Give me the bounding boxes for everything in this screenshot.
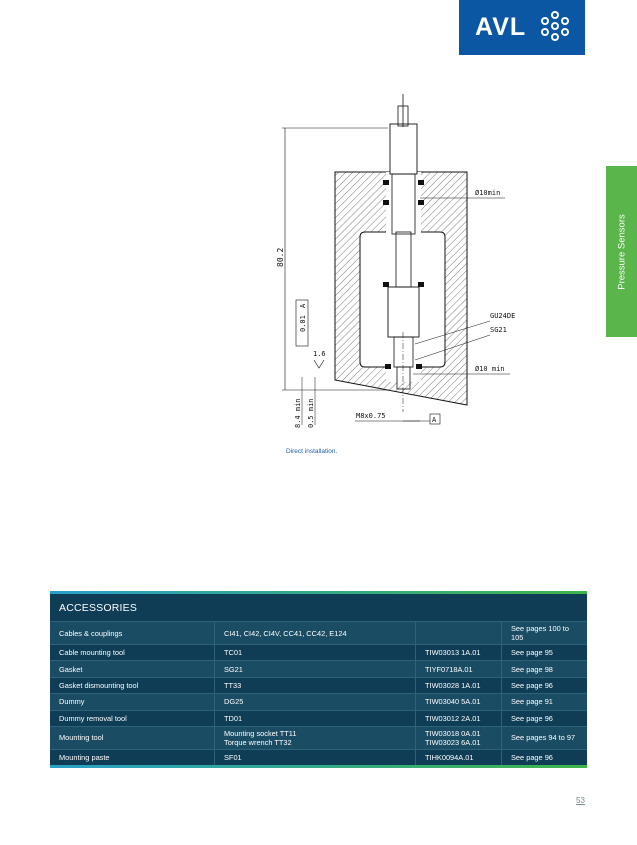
accessory-part-cell-line: TIW03012 2A.01 [425,713,481,723]
accessory-type-cell-line: DG25 [224,697,244,707]
accessory-name-cell: Mounting tool [50,726,215,750]
accessory-type-cell-line: CI41, CI42, CI4V, CC41, CC42, E124 [224,628,347,638]
accessory-type-cell-line: Torque wrench TT32 [224,737,292,747]
dim-total-label: 80.2 [276,248,285,267]
accessory-ref-cell: See page 96 [511,753,553,763]
diameter-bottom-label: Ø10 min [475,365,505,373]
datum-ref-label: A [432,416,437,424]
accessory-ref-cell: See page 98 [511,664,553,674]
accessory-ref-cell: See pages 94 to 97 [511,733,576,743]
depth1-label: 8.4 min [294,398,302,428]
accessory-name-cell: Mounting paste [50,749,215,766]
accessories-table: ACCESSORIES Cables & couplings CI41, CI42… [50,591,587,769]
gasket-label: GU24DE [490,312,515,320]
page-number: 53 [576,796,585,805]
accessory-type-cell: TD01 [214,710,416,727]
accessory-part-cell-line: TIW03023 6A.01 [425,737,481,747]
accessory-ref-cell: See pages 100 to 105 [511,624,569,642]
accessory-name-cell: Cables & couplings [50,621,215,645]
accessory-part-cell [415,621,502,645]
accessory-part-cell-line: TIW03013 1A.01 [425,648,481,658]
thread-label: M8x0.75 [356,412,386,420]
accessory-type-cell-line: SG21 [224,664,243,674]
depth2-label: 0.5 min [307,398,315,428]
accessory-name-cell: Dummy [50,693,215,711]
accessory-part-cell: TIW03028 1A.01 [415,677,502,694]
accessory-name-cell: Gasket [50,660,215,678]
accessory-type-cell: TC01 [214,644,416,661]
accessory-part-cell: TIW03012 2A.01 [415,710,502,727]
accessory-ref-cell: See page 96 [511,680,553,690]
accessory-type-cell: DG25 [214,693,416,711]
seal-label: SG21 [490,326,507,334]
accessory-part-cell-line: TIW03028 1A.01 [425,680,481,690]
accessory-part-cell-line: TIW03018 0A.01 [425,728,481,738]
accessory-type-cell-line: TD01 [224,713,243,723]
table-row: Cable mounting tool TC01 TIW03013 1A.01 See… [50,644,587,661]
roughness-label: 1.6 [313,350,326,358]
accessory-type-cell: SF01 [214,749,416,766]
accessory-part-cell-line: TIHK0094A.01 [425,753,474,763]
accessory-part-cell: TIW03013 1A.01 [415,644,502,661]
logo-text: AVL [475,13,527,41]
section-tab[interactable]: Pressure Sensors [606,166,637,337]
table-row: Cables & couplings CI41, CI42, CI4V, CC41… [50,621,587,645]
accessory-part-cell: TIYF0718A.01 [415,660,502,678]
accessory-ref-cell: See page 91 [511,697,553,707]
accessory-ref-cell: See page 95 [511,648,553,658]
table-row: Gasket dismounting tool TT33 TIW03028 1A.0… [50,677,587,694]
accessories-title: ACCESSORIES [59,602,138,614]
accessory-type-cell-line: Mounting socket TT11 [224,728,297,738]
accessory-part-cell-line: TIYF0718A.01 [425,664,473,674]
accessory-ref-cell: See page 96 [511,713,553,723]
accent-bar-top [50,591,587,594]
table-row: Dummy removal tool TD01 TIW03012 2A.01 See … [50,710,587,727]
accessory-part-cell: TIHK0094A.01 [415,749,502,766]
accessory-type-cell-line: SF01 [224,753,242,763]
accent-bar-bottom [50,765,587,769]
table-row: Dummy DG25 TIW03040 5A.01 See page 91 [50,693,587,711]
accessory-type-cell-line: TT33 [224,680,242,690]
accessory-type-cell: CI41, CI42, CI4V, CC41, CC42, E124 [214,621,416,645]
logo-emblem-icon [541,11,569,41]
section-tab-label: Pressure Sensors [616,213,627,290]
table-row: Mounting paste SF01 TIHK0094A.01 See page 9… [50,749,587,766]
diameter-top-label: Ø10min [475,189,500,197]
accessory-part-cell: TIW03040 5A.01 [415,693,502,711]
accessory-name-cell: Dummy removal tool [50,710,215,727]
accessory-type-cell: TT33 [214,677,416,694]
installation-drawing: 80.2 0.01 A 1.6 8.4 min 0.5 min Ø10min G… [276,94,515,428]
datum-label: A [299,303,307,308]
table-row: Gasket SG21 TIYF0718A.01 See page 98 [50,660,587,678]
accessory-type-cell-line: TC01 [224,648,243,658]
figure-caption: Direct installation. [286,448,338,455]
accessory-name-cell: Gasket dismounting tool [50,677,215,694]
avl-logo: AVL [459,0,585,55]
accessory-name-cell: Cable mounting tool [50,644,215,661]
flatness-label: 0.01 [299,315,307,332]
accessory-type-cell: SG21 [214,660,416,678]
accessory-part-cell-line: TIW03040 5A.01 [425,697,481,707]
